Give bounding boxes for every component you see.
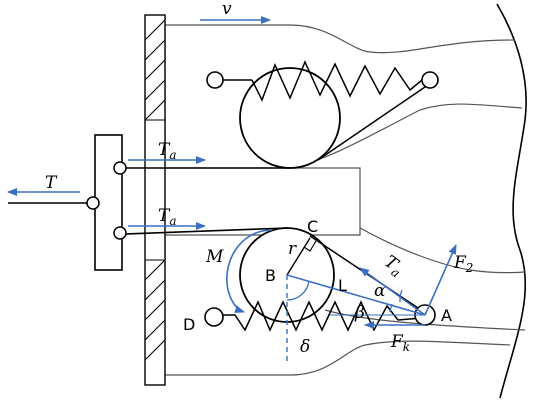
fabric-boundary-wavy [496, 3, 527, 399]
label-Ta-lower: Ta [158, 206, 177, 228]
label-D: D [183, 315, 195, 334]
upper-assembly [206, 60, 439, 169]
pin-D [204, 307, 224, 327]
line-BA [286, 274, 426, 316]
radius-BC [286, 237, 311, 276]
label-Fk: Fk [390, 332, 410, 354]
left-wall [144, 14, 166, 386]
lower-assembly [204, 227, 436, 365]
arrow-Ta-diag [359, 267, 426, 316]
upper-spring [251, 60, 423, 102]
fabric-lower-edge-top [359, 227, 526, 274]
label-C: C [307, 217, 318, 236]
upper-band-return [317, 86, 426, 161]
label-v: v [222, 0, 232, 19]
angle-delta-arc [286, 280, 310, 301]
angle-beta-arc [389, 303, 393, 313]
label-Ta-diag: Ta [379, 252, 407, 281]
label-r: r [288, 239, 297, 259]
label-Ta-upper: Ta [158, 140, 177, 162]
moment-M-arc [226, 229, 273, 313]
label-L: L [338, 276, 347, 295]
force-vectors [7, 16, 457, 329]
label-F2: F2 [453, 253, 473, 275]
label-M: M [205, 247, 224, 267]
fabric-lower-inner [324, 309, 526, 331]
upper-right-pin [421, 71, 439, 89]
arrow-F2 [424, 244, 457, 316]
right-angle-C [303, 240, 317, 252]
lower-spring [223, 300, 423, 332]
puller-bar [8, 134, 290, 271]
label-delta: δ [300, 337, 310, 357]
angle-alpha-arc [399, 289, 403, 303]
fabric-lower-edge-bottom [165, 340, 511, 376]
label-beta: β [354, 303, 365, 323]
label-B: B [265, 266, 276, 285]
label-T: T [45, 173, 58, 193]
fabric-upper-edge-top [165, 24, 516, 54]
label-alpha: α [374, 281, 386, 301]
fabric-upper-edge-bottom [289, 103, 523, 169]
label-A: A [441, 306, 452, 325]
upper-left-pin [206, 71, 224, 89]
